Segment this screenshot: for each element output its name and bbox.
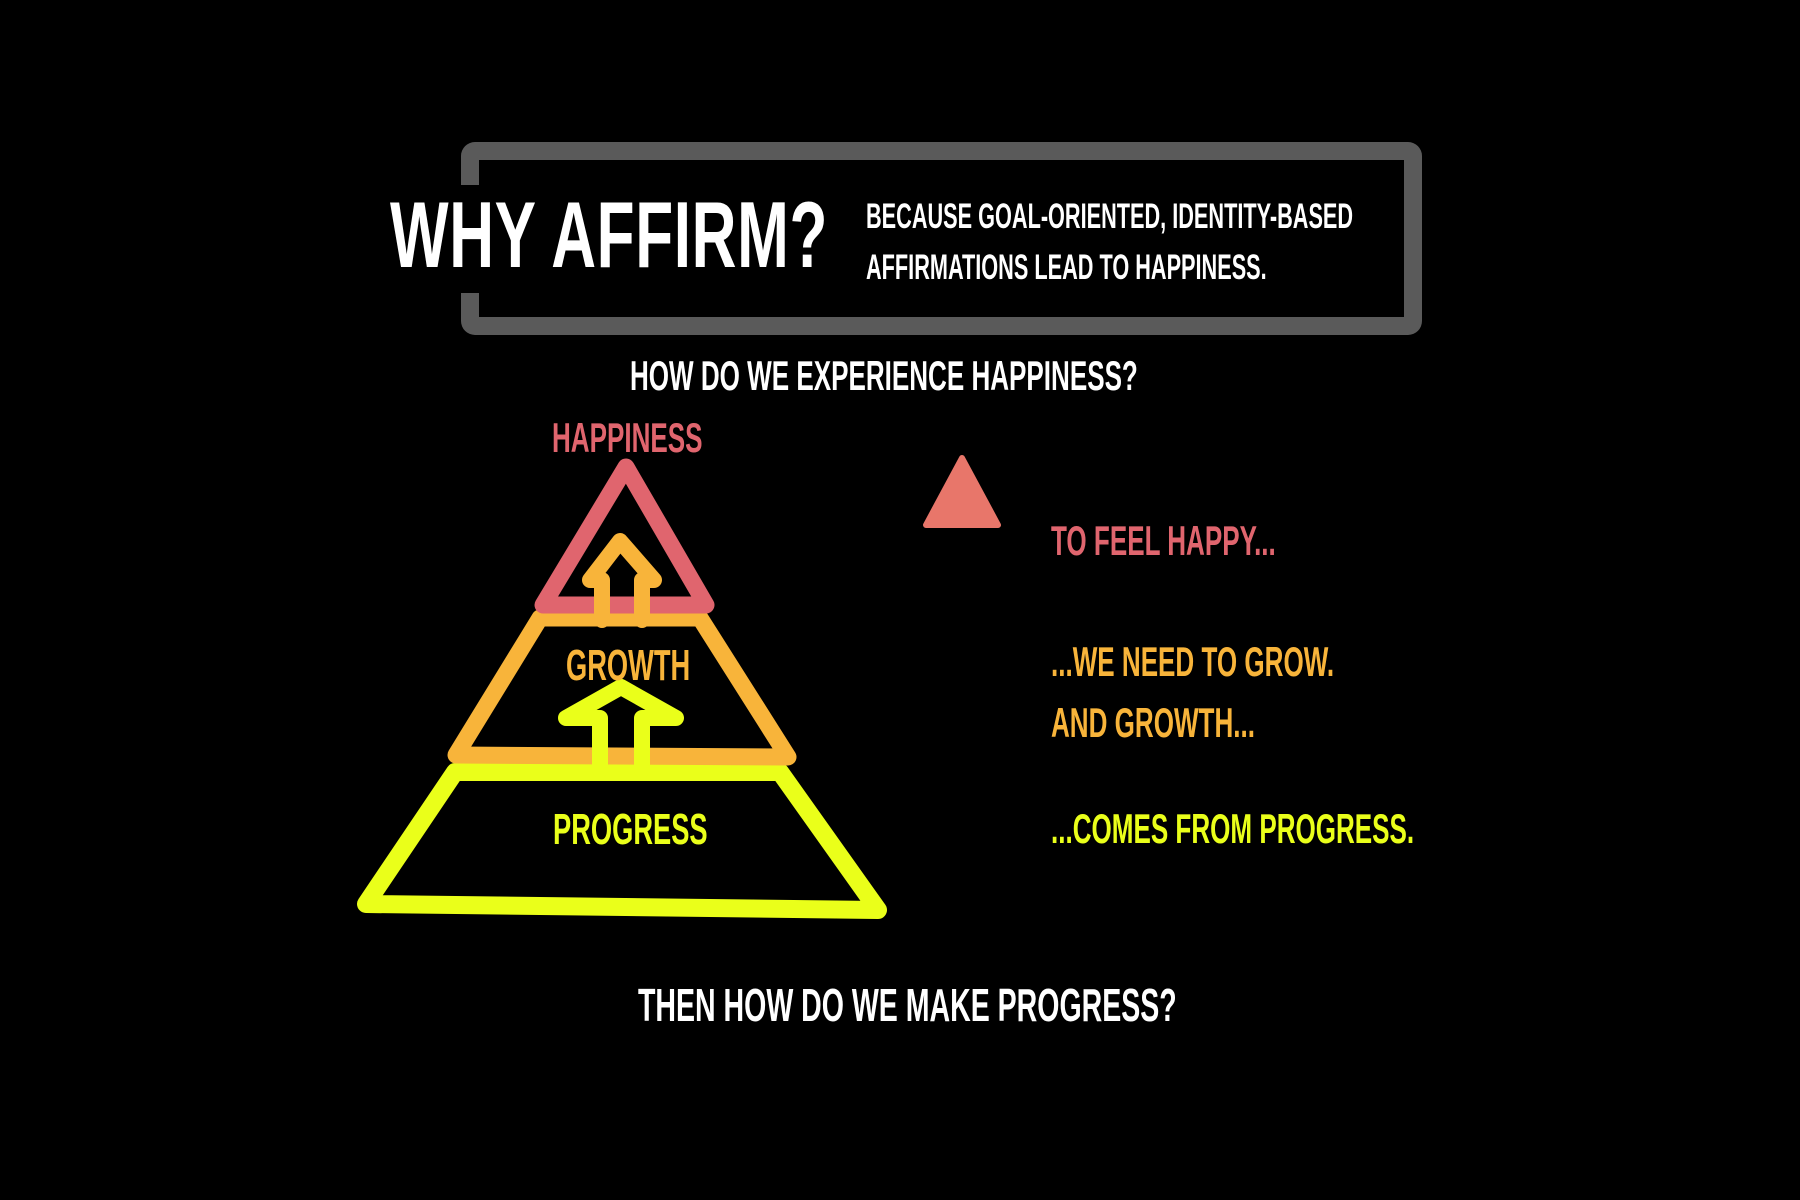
- subtitle-line-1: BECAUSE GOAL-ORIENTED, IDENTITY-BASED: [866, 197, 1354, 236]
- pyramid-tier-happiness: [534, 458, 715, 614]
- main-title: WHY AFFIRM?: [390, 182, 829, 287]
- label-progress: PROGRESS: [553, 805, 708, 854]
- flow-step-progress: ...COMES FROM PROGRESS.: [1051, 805, 1415, 852]
- happiness-up-arrow: [582, 533, 662, 628]
- title-box-notch: [450, 185, 490, 293]
- flow-arrow-head: [923, 455, 1001, 528]
- question-bottom: THEN HOW DO WE MAKE PROGRESS?: [638, 979, 1177, 1031]
- subtitle-line-2: AFFIRMATIONS LEAD TO HAPPINESS.: [866, 248, 1267, 287]
- label-happiness: HAPPINESS: [552, 414, 703, 461]
- flow-step-feel-happy: TO FEEL HAPPY...: [1051, 517, 1276, 564]
- flow-step-grow: ...WE NEED TO GROW.: [1051, 638, 1335, 685]
- label-growth: GROWTH: [566, 641, 691, 690]
- growth-up-arrow: [558, 679, 684, 778]
- flow-step-growth: AND GROWTH...: [1051, 699, 1255, 746]
- question-top: HOW DO WE EXPERIENCE HAPPINESS?: [630, 352, 1138, 399]
- pyramid-tier-progress: [357, 763, 887, 919]
